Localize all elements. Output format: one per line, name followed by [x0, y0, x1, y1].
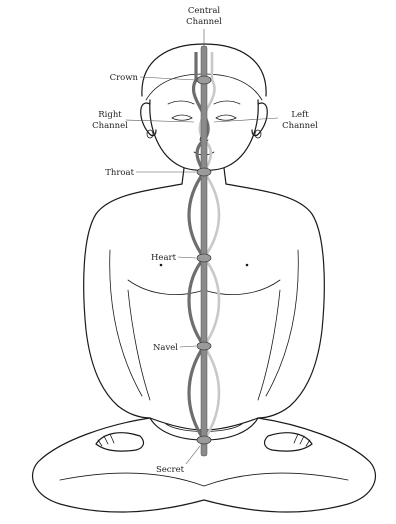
right-channel-label-line1: Right [98, 110, 122, 120]
channels [189, 46, 219, 456]
central-channel-label-line2: Channel [186, 17, 222, 27]
right-channel-label-line2: Channel [92, 121, 128, 131]
secret-label: Secret [156, 465, 185, 475]
secret-knot [197, 436, 211, 444]
right-nipple [160, 264, 163, 267]
left-inner-arm [266, 250, 298, 396]
crown-label: Crown [110, 73, 139, 83]
left-brow [214, 101, 240, 104]
navel-leader [180, 346, 196, 347]
left-foot [265, 433, 312, 451]
right-brow [168, 101, 194, 104]
throat-knot [197, 168, 211, 176]
secret-leader [186, 446, 200, 464]
right-foot [96, 433, 143, 451]
left-eye [216, 115, 236, 120]
central-channel-label-line1: Central [188, 6, 221, 16]
left-channel-label-line2: Channel [282, 121, 318, 131]
leg-crease-right [60, 473, 204, 486]
left-nipple [246, 264, 249, 267]
crown-leader [140, 77, 196, 80]
heart-knot [197, 254, 211, 262]
central-channel [201, 46, 207, 456]
left-shoulder-arm [226, 184, 324, 418]
right-eye [172, 115, 192, 120]
neck-right [182, 168, 184, 184]
neck-left [224, 168, 226, 184]
torso-left [258, 290, 280, 400]
torso-right [128, 290, 150, 400]
right-inner-arm [110, 250, 142, 396]
heart-leader [178, 257, 196, 258]
navel-label: Navel [153, 343, 178, 353]
leg-crease-left [204, 473, 348, 486]
heart-label: Heart [151, 253, 177, 263]
right-shoulder-arm [84, 184, 182, 418]
left-channel-label-line1: Left [291, 110, 309, 120]
crown-knot [197, 76, 211, 84]
throat-label: Throat [105, 168, 134, 178]
navel-knot [197, 342, 211, 350]
